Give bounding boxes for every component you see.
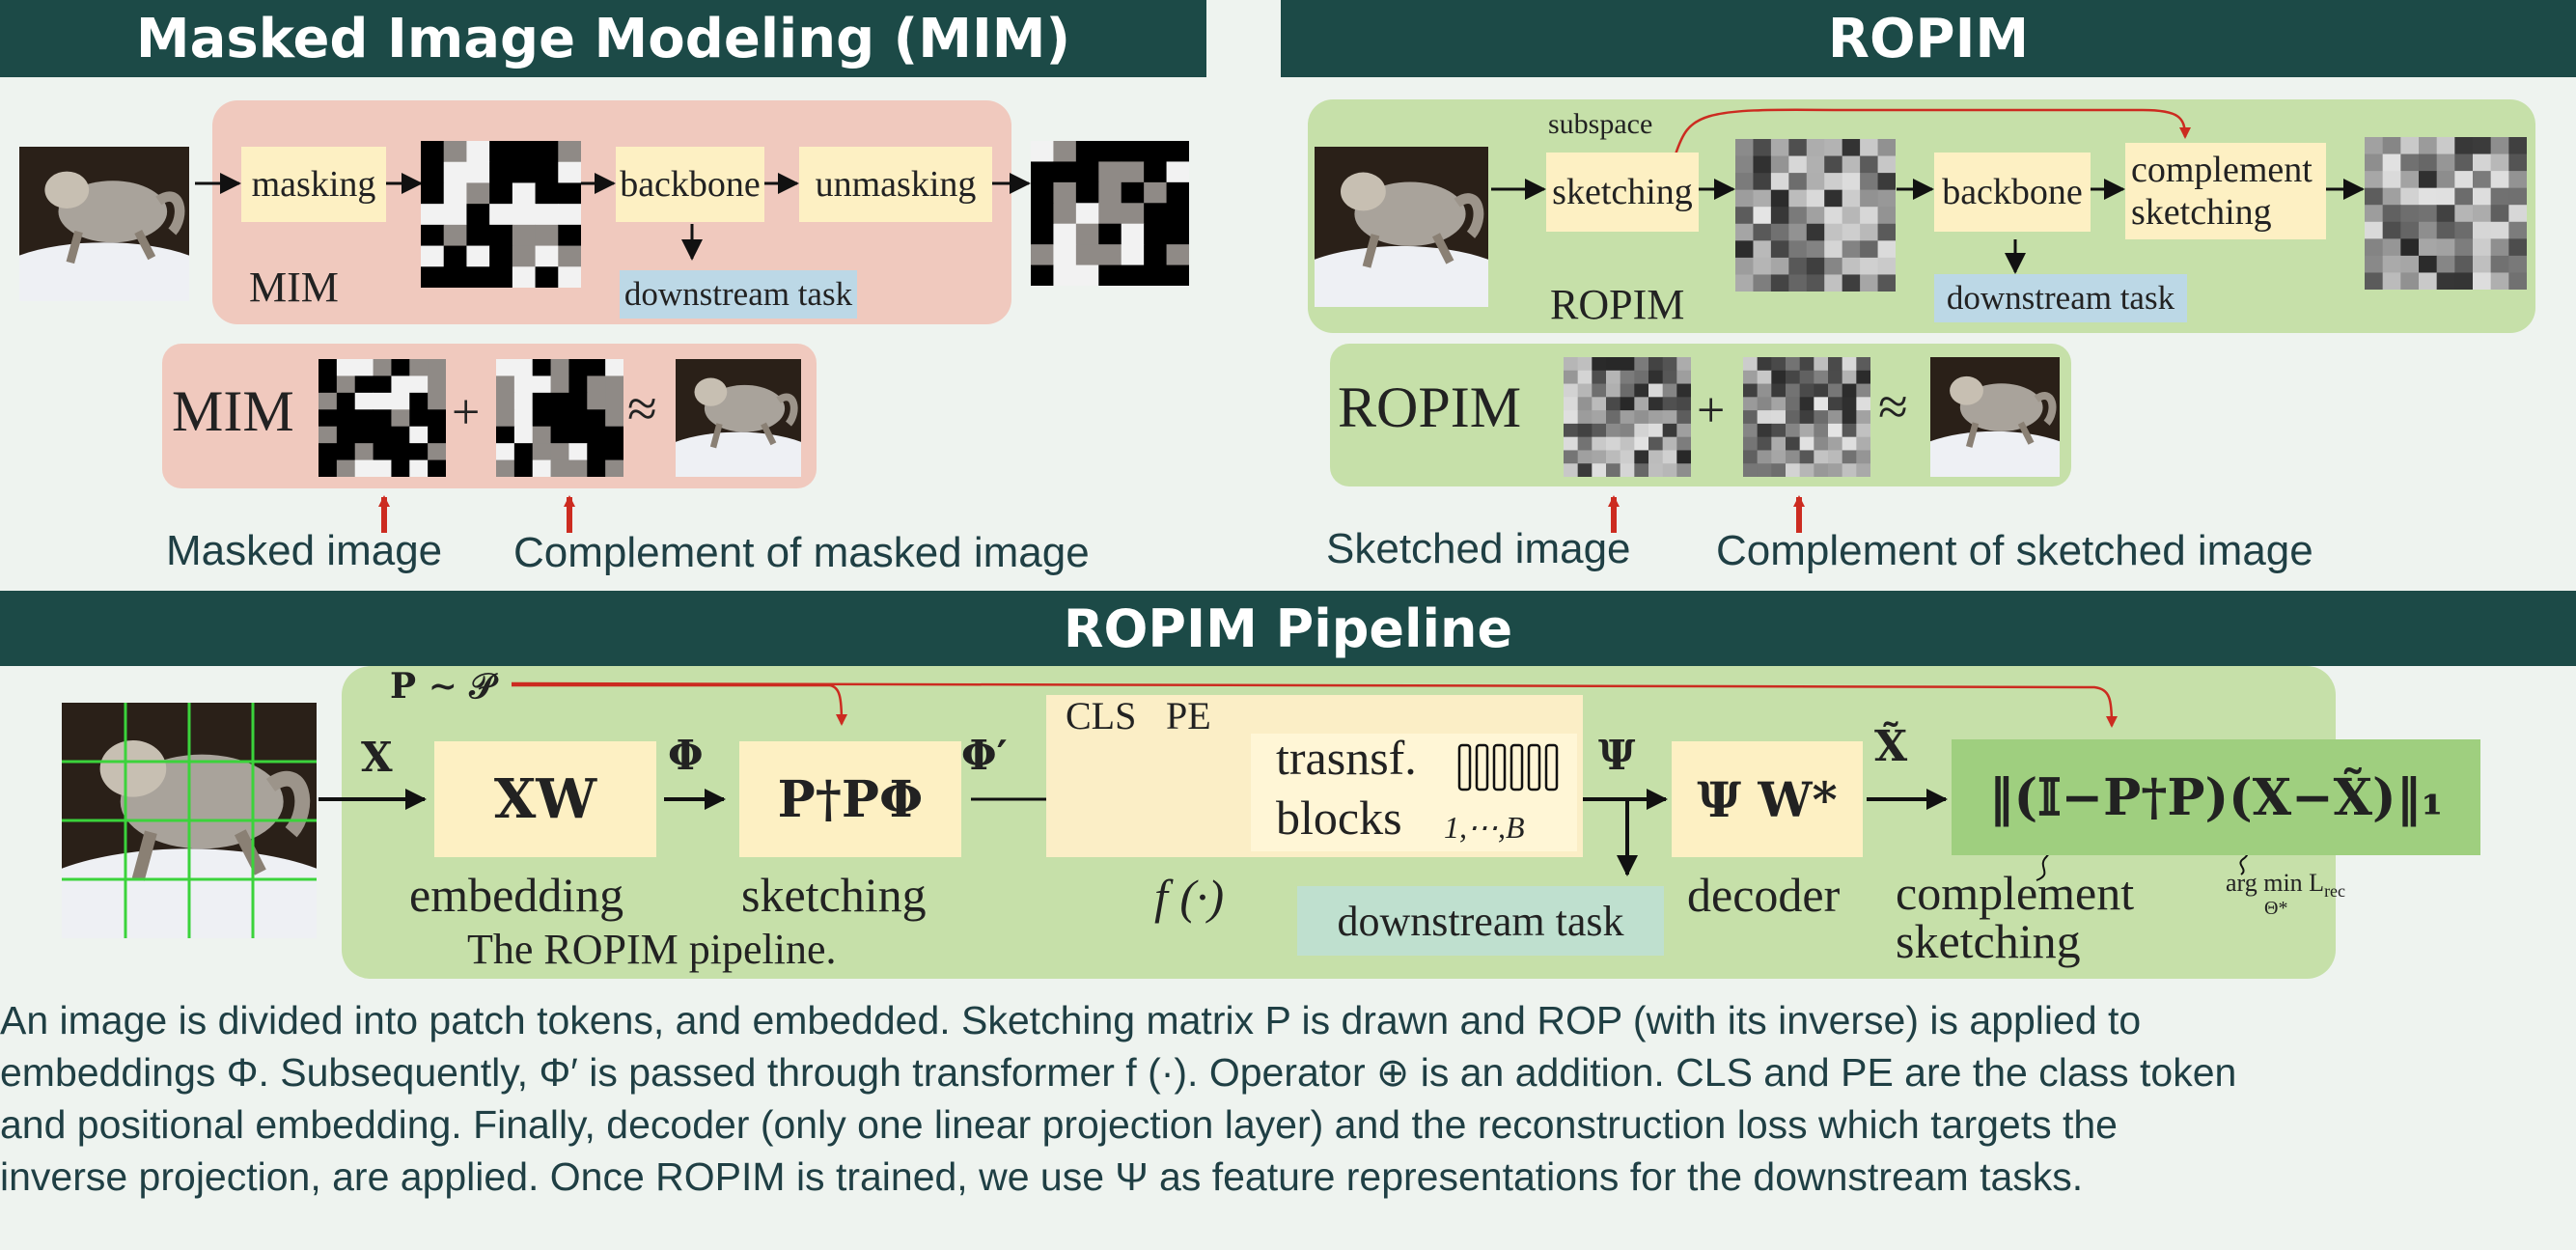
token-bars-icon	[1457, 743, 1559, 792]
masked-image-caption: Masked image	[166, 527, 443, 574]
masked-image	[319, 359, 446, 477]
mim-backbone-label: backbone	[620, 164, 761, 205]
complement-sketching-box: complement sketching	[2125, 143, 2326, 239]
embedding-box: XW	[434, 741, 656, 857]
pipeline-downstream-box: downstream task	[1297, 886, 1664, 956]
mim-eq-plus: +	[452, 385, 481, 440]
psi-label: Ψ	[1598, 732, 1636, 779]
mim-header: Masked Image Modeling (MIM)	[0, 0, 1206, 77]
sketched-image	[2365, 137, 2527, 290]
pipeline-header-title: ROPIM Pipeline	[1063, 597, 1513, 659]
ropim-header-title: ROPIM	[1827, 7, 2030, 70]
ropim-complement-caption: Complement of sketched image	[1716, 527, 2313, 574]
paragraph-line: and positional embedding. Finally, decod…	[0, 1102, 2118, 1147]
p-dist-label: P ∼ 𝒫	[390, 666, 495, 707]
loss-box: ‖(𝕀−P†P)(X−X̃)‖₁	[1952, 739, 2480, 855]
complement-sketching-line1: complement	[2131, 150, 2313, 190]
paragraph-line: An image is divided into patch tokens, a…	[0, 998, 2142, 1042]
subspace-label: subspace	[1548, 108, 1653, 140]
wolf-image	[1930, 357, 2060, 477]
transformer-line1: trasnsf.	[1276, 731, 1417, 785]
argmin-label: arg min Lrec	[2226, 869, 2345, 902]
mim-downstream-label: downstream task	[623, 275, 853, 313]
sketched-image	[1564, 357, 1691, 477]
complement-line2: sketching	[1896, 914, 2081, 968]
ropim-panel	[1308, 99, 2535, 333]
pipeline-header: ROPIM Pipeline	[0, 591, 2576, 666]
ropim-backbone-box: backbone	[1934, 153, 2091, 232]
ropim-header: ROPIM	[1281, 0, 2576, 77]
mim-panel-label: MIM	[249, 264, 339, 311]
argmin-text: arg min L	[2226, 869, 2325, 897]
cls-label: CLS	[1066, 694, 1137, 737]
sketching-formula: P†PΦ	[777, 769, 924, 829]
x-tilde-label: X̃	[1874, 722, 1908, 771]
loss-formula: ‖(𝕀−P†P)(X−X̃)‖₁	[1988, 767, 2444, 827]
ropim-panel-label: ROPIM	[1550, 281, 1685, 328]
pipeline-downstream-label: downstream task	[1337, 897, 1624, 945]
pipeline-caption: The ROPIM pipeline.	[467, 926, 837, 973]
phi-label: Φ	[668, 732, 704, 779]
ropim-eq-plus: +	[1697, 383, 1726, 438]
paragraph-line: embeddings Φ. Subsequently, Φ′ is passed…	[0, 1050, 2237, 1095]
description-paragraph: An image is divided into patch tokens, a…	[0, 994, 2572, 1203]
sketched-image	[1743, 357, 1870, 477]
pe-label: PE	[1166, 694, 1211, 737]
masked-image	[496, 359, 623, 477]
patch-grid-image	[62, 703, 317, 938]
masking-label: masking	[251, 164, 376, 205]
mim-complement-caption: Complement of masked image	[513, 529, 1090, 576]
mim-eq-approx: ≈	[627, 379, 657, 439]
ropim-eq-label: ROPIM	[1338, 375, 1522, 439]
transformer-index: 1,⋯,B	[1444, 810, 1525, 845]
wolf-image	[676, 359, 801, 477]
ropim-downstream-label: downstream task	[1946, 279, 2175, 317]
paragraph-line: inverse projection, are applied. Once RO…	[0, 1154, 2084, 1199]
ropim-backbone-label: backbone	[1942, 172, 2083, 212]
decoder-label: decoder	[1687, 868, 1841, 922]
x-label: X	[361, 734, 393, 781]
embedding-formula: XW	[493, 767, 597, 831]
sketched-image-caption: Sketched image	[1326, 525, 1631, 572]
argmin-sub: rec	[2324, 881, 2346, 902]
sketching-label: sketching	[741, 868, 927, 922]
wolf-image	[19, 147, 189, 301]
argmin-under: Θ*	[2264, 898, 2288, 919]
masked-image	[421, 141, 581, 288]
decoder-formula: Ψ W*	[1697, 770, 1838, 828]
complement-sketching-line2: sketching	[2131, 192, 2272, 233]
wolf-image	[1315, 147, 1488, 307]
complement-line1: complement	[1896, 866, 2135, 920]
mim-eq-label: MIM	[172, 379, 294, 443]
mim-downstream-box: downstream task	[620, 270, 857, 319]
sketching-box: P†PΦ	[739, 741, 961, 857]
mim-header-title: Masked Image Modeling (MIM)	[135, 7, 1071, 70]
mim-backbone-box: backbone	[616, 147, 764, 222]
unmasking-label: unmasking	[815, 164, 977, 205]
ropim-downstream-box: downstream task	[1934, 274, 2187, 322]
ropim-eq-approx: ≈	[1878, 377, 1908, 437]
ropim-sketching-label: sketching	[1552, 172, 1693, 212]
phi-prime-label: Φ′	[961, 732, 1008, 779]
masking-box: masking	[241, 147, 386, 222]
decoder-box: Ψ W*	[1672, 741, 1863, 857]
unmasking-box: unmasking	[799, 147, 992, 222]
masked-image	[1031, 141, 1189, 286]
embedding-label: embedding	[409, 868, 624, 922]
sketched-image	[1735, 139, 1896, 292]
ropim-sketching-box: sketching	[1546, 153, 1699, 232]
f-label: f (·)	[1154, 870, 1225, 924]
transformer-line2: blocks	[1276, 791, 1402, 845]
